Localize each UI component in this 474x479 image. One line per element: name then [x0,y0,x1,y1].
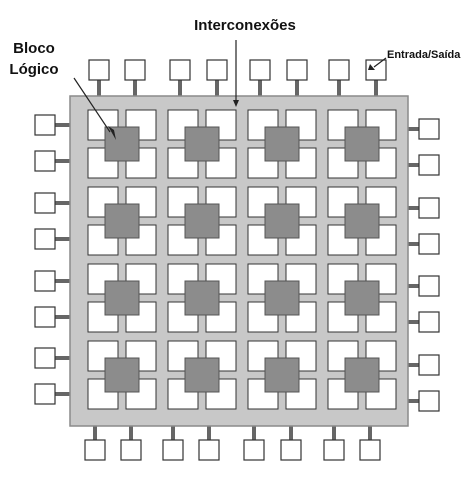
logic-tile [87,186,157,256]
io-pad [243,439,265,461]
io-pad [418,275,440,297]
logic-block [184,203,220,239]
logic-block [344,357,380,393]
io-pad [34,192,56,214]
logic-tile [167,263,237,333]
switch-box [365,186,397,218]
io-pad [286,59,308,81]
io-pad [124,59,146,81]
io-pad [418,118,440,140]
io-pad [162,439,184,461]
logic-tile [167,109,237,179]
logic-block [264,126,300,162]
io-pad [88,59,110,81]
io-pad [418,354,440,376]
logic-block [104,203,140,239]
annotations [73,40,387,140]
io-pad [34,150,56,172]
logic-block [104,126,140,162]
logic-block-label-line2: Lógico [9,61,58,78]
logic-tile-grid [87,109,397,410]
io-pad [418,197,440,219]
logic-block [184,126,220,162]
logic-block-arrow-line [73,77,111,133]
logic-tile [327,340,397,410]
logic-tile [167,340,237,410]
logic-block [344,280,380,316]
logic-block [104,357,140,393]
io-pad [169,59,191,81]
io-pad [323,439,345,461]
io-pad [280,439,302,461]
logic-block-label-line1: Bloco [13,40,55,57]
io-pad [328,59,350,81]
switch-box [167,378,199,410]
interconnect-arrow-head [233,100,239,107]
io-pads [34,59,440,461]
logic-tile [87,263,157,333]
interconnect-label: Interconexões [194,17,296,34]
switch-box [285,263,317,295]
logic-block [184,357,220,393]
logic-tile [87,109,157,179]
io-arrow-head [368,64,375,70]
switch-box [167,186,199,218]
io-label: Entrada/Saída [387,49,461,61]
logic-tile [327,263,397,333]
io-pad [34,114,56,136]
io-pad [359,439,381,461]
logic-block-arrow-head [108,126,116,140]
logic-tile [247,109,317,179]
io-pad [418,233,440,255]
logic-block [264,357,300,393]
logic-block [344,203,380,239]
io-pad [84,439,106,461]
io-pad [418,154,440,176]
io-pad [418,311,440,333]
switch-box [205,224,237,256]
logic-tile [247,263,317,333]
logic-tile [247,340,317,410]
logic-block [104,280,140,316]
io-arrow-line [373,57,387,68]
io-pad [34,306,56,328]
switch-box [167,109,199,141]
io-pad [120,439,142,461]
io-pad [249,59,271,81]
logic-block [184,280,220,316]
logic-tile [87,340,157,410]
logic-tile [247,186,317,256]
io-pad [198,439,220,461]
logic-tile [327,109,397,179]
io-pad [365,59,387,81]
io-pad [418,390,440,412]
switch-box [167,224,199,256]
io-pad [34,383,56,405]
io-pad [206,59,228,81]
logic-tile [167,186,237,256]
logic-tile [327,186,397,256]
io-pad [34,270,56,292]
switch-box [285,301,317,333]
logic-block [344,126,380,162]
io-pad [34,228,56,250]
switch-box [125,301,157,333]
logic-block [264,280,300,316]
logic-block [264,203,300,239]
io-pad [34,347,56,369]
switch-box [125,109,157,141]
